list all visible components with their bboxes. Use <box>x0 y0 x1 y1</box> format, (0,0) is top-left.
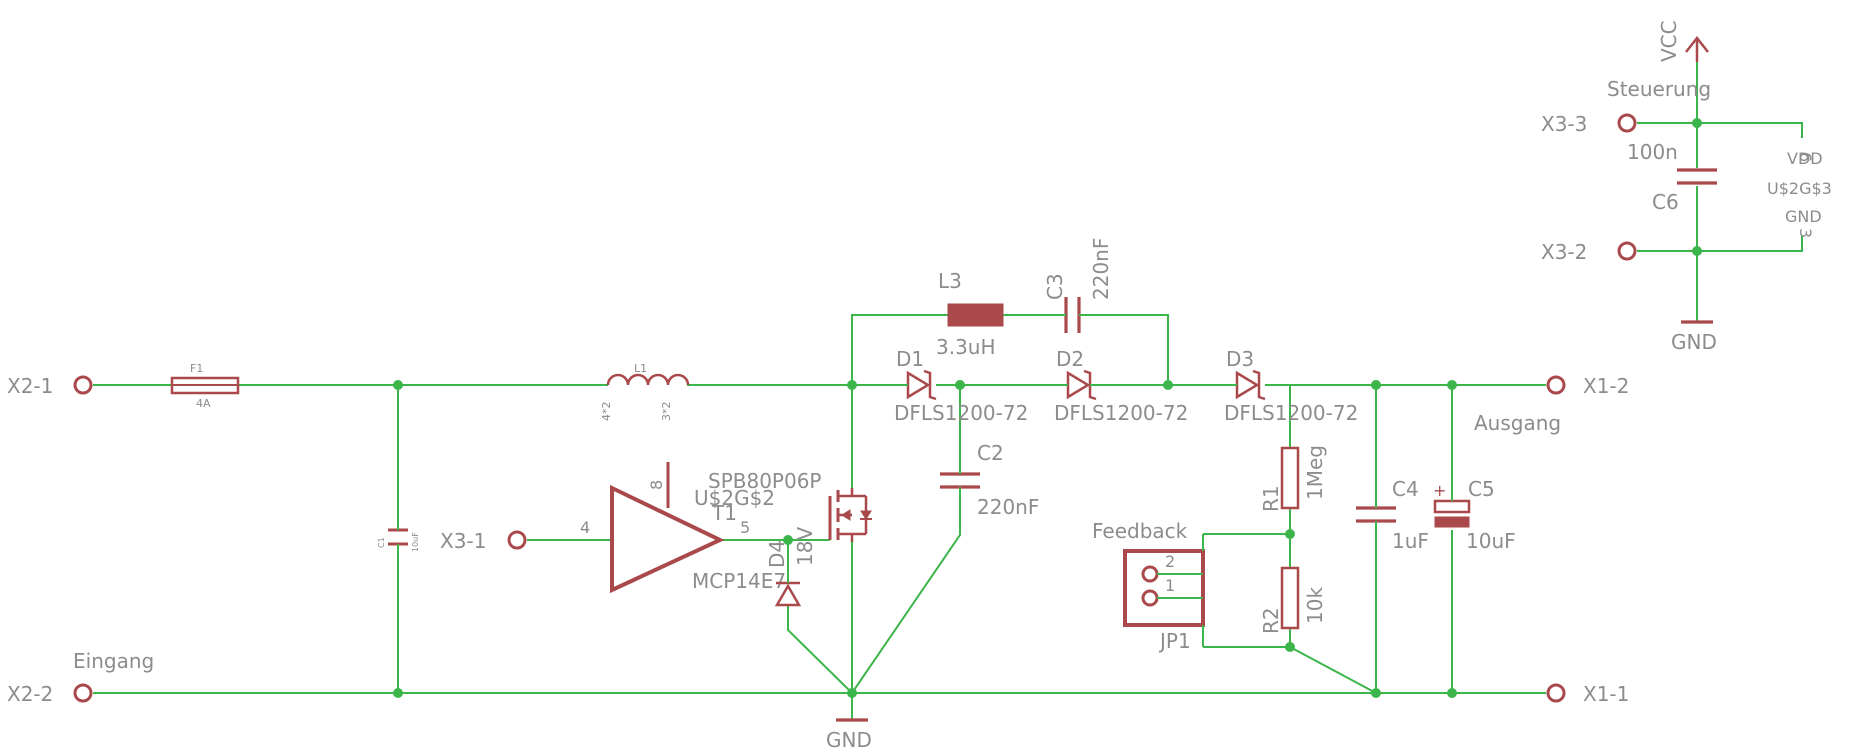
svg-text:2: 2 <box>1165 552 1175 571</box>
svg-text:T1: T1 <box>711 501 737 525</box>
svg-text:4*2: 4*2 <box>600 402 613 422</box>
svg-text:3*2: 3*2 <box>660 402 673 422</box>
svg-text:1: 1 <box>1165 576 1175 595</box>
svg-text:220nF: 220nF <box>1089 238 1113 300</box>
port-x3-1: X3-1 <box>440 529 527 553</box>
svg-text:X2-2: X2-2 <box>7 682 53 706</box>
svg-text:4: 4 <box>580 518 590 537</box>
svg-text:D3: D3 <box>1226 347 1254 371</box>
svg-text:D2: D2 <box>1056 347 1084 371</box>
driver-power-u2g3: 6 VDD U$2G$3 GND 3 <box>1767 149 1832 238</box>
svg-text:C3: C3 <box>1043 273 1067 300</box>
svg-text:6: 6 <box>1796 152 1815 162</box>
capacitor-c3: C3 220nF <box>1043 238 1113 333</box>
svg-text:10uF: 10uF <box>411 532 420 552</box>
svg-text:C5: C5 <box>1468 477 1495 501</box>
port-x1-2: X1-2 <box>1546 374 1629 398</box>
svg-text:U$2G$3: U$2G$3 <box>1767 179 1832 198</box>
svg-text:10uF: 10uF <box>1466 529 1516 553</box>
svg-text:C6: C6 <box>1652 190 1679 214</box>
port-x2-2: X2-2 <box>7 682 93 706</box>
svg-text:X1-1: X1-1 <box>1583 682 1629 706</box>
fuse-f1: F1 4A <box>170 362 240 410</box>
svg-text:JP1: JP1 <box>1158 629 1191 653</box>
jumper-jp1: 2 1 Feedback JP1 <box>1092 519 1205 653</box>
inductor-l3: L3 3.3uH <box>936 269 1004 359</box>
diode-d2: D2 DFLS1200-72 <box>1053 347 1188 425</box>
svg-text:1Meg: 1Meg <box>1303 445 1327 500</box>
svg-text:X2-1: X2-1 <box>7 374 53 398</box>
svg-text:C4: C4 <box>1392 477 1419 501</box>
ground-symbol-bottom: GND <box>826 718 872 752</box>
port-x3-2: X3-2 <box>1541 240 1637 264</box>
svg-text:X1-2: X1-2 <box>1583 374 1629 398</box>
diode-d1: D1 DFLS1200-72 <box>892 347 1028 425</box>
svg-text:D4: D4 <box>765 540 789 568</box>
svg-text:3: 3 <box>1796 228 1815 238</box>
svg-text:GND: GND <box>1671 330 1717 354</box>
wires <box>93 62 1803 720</box>
svg-text:MCP14E7: MCP14E7 <box>692 569 786 593</box>
svg-text:5: 5 <box>740 518 750 537</box>
svg-text:VCC: VCC <box>1657 20 1681 62</box>
svg-text:R1: R1 <box>1259 485 1283 512</box>
svg-text:C1: C1 <box>377 537 386 548</box>
svg-text:DFLS1200-72: DFLS1200-72 <box>894 401 1028 425</box>
port-x2-1: X2-1 <box>7 374 93 398</box>
vcc-symbol: VCC <box>1657 20 1709 62</box>
svg-text:8: 8 <box>647 480 666 490</box>
capacitor-c2: C2 220nF <box>940 441 1039 519</box>
label-ausgang: Ausgang <box>1474 411 1561 435</box>
capacitor-c5: + C5 10uF <box>1433 477 1516 553</box>
svg-text:F1: F1 <box>190 362 203 375</box>
svg-text:10k: 10k <box>1303 587 1327 624</box>
port-x1-1: X1-1 <box>1546 682 1629 706</box>
svg-text:D1: D1 <box>896 347 924 371</box>
svg-text:L3: L3 <box>938 269 962 293</box>
svg-text:100n: 100n <box>1627 140 1678 164</box>
zener-diode-d4: D4 18V <box>765 527 817 607</box>
svg-text:18V: 18V <box>793 527 817 566</box>
svg-text:220nF: 220nF <box>977 495 1039 519</box>
svg-text:X3-1: X3-1 <box>440 529 486 553</box>
svg-text:C2: C2 <box>977 441 1004 465</box>
junctions <box>393 118 1702 698</box>
svg-text:+: + <box>1433 481 1446 500</box>
svg-text:GND: GND <box>826 728 872 752</box>
capacitor-c1: C1 10uF <box>377 520 420 555</box>
resistor-r2: R2 10k <box>1259 566 1327 634</box>
svg-text:GND: GND <box>1785 207 1822 226</box>
gate-driver-u2: 4 5 8 U$2G$2 MCP14E7 <box>580 480 786 594</box>
svg-text:L1: L1 <box>634 362 647 375</box>
svg-text:X3-2: X3-2 <box>1541 240 1587 264</box>
svg-text:3.3uH: 3.3uH <box>936 335 996 359</box>
inductor-l1: L1 4*2 3*2 <box>600 362 690 422</box>
mosfet-t1: SPB80P06P T1 <box>708 469 872 542</box>
svg-text:DFLS1200-72: DFLS1200-72 <box>1054 401 1188 425</box>
diode-d3: D3 DFLS1200-72 <box>1222 347 1358 425</box>
svg-text:4A: 4A <box>196 397 211 410</box>
svg-text:X3-3: X3-3 <box>1541 112 1587 136</box>
label-eingang: Eingang <box>73 649 154 673</box>
port-x3-3: X3-3 <box>1541 112 1637 136</box>
svg-text:VDD: VDD <box>1787 149 1823 168</box>
svg-text:U$2G$2: U$2G$2 <box>694 486 775 510</box>
svg-text:1uF: 1uF <box>1392 529 1429 553</box>
capacitor-c6: 100n C6 <box>1627 140 1717 214</box>
label-feedback: Feedback <box>1092 519 1188 543</box>
ground-symbol-top: GND <box>1671 320 1717 354</box>
label-steuerung: Steuerung <box>1607 77 1711 101</box>
svg-text:DFLS1200-72: DFLS1200-72 <box>1224 401 1358 425</box>
svg-text:R2: R2 <box>1259 607 1283 634</box>
svg-text:SPB80P06P: SPB80P06P <box>708 469 822 493</box>
capacitor-c4: C4 1uF <box>1356 477 1429 553</box>
resistor-r1: R1 1Meg <box>1259 445 1327 512</box>
